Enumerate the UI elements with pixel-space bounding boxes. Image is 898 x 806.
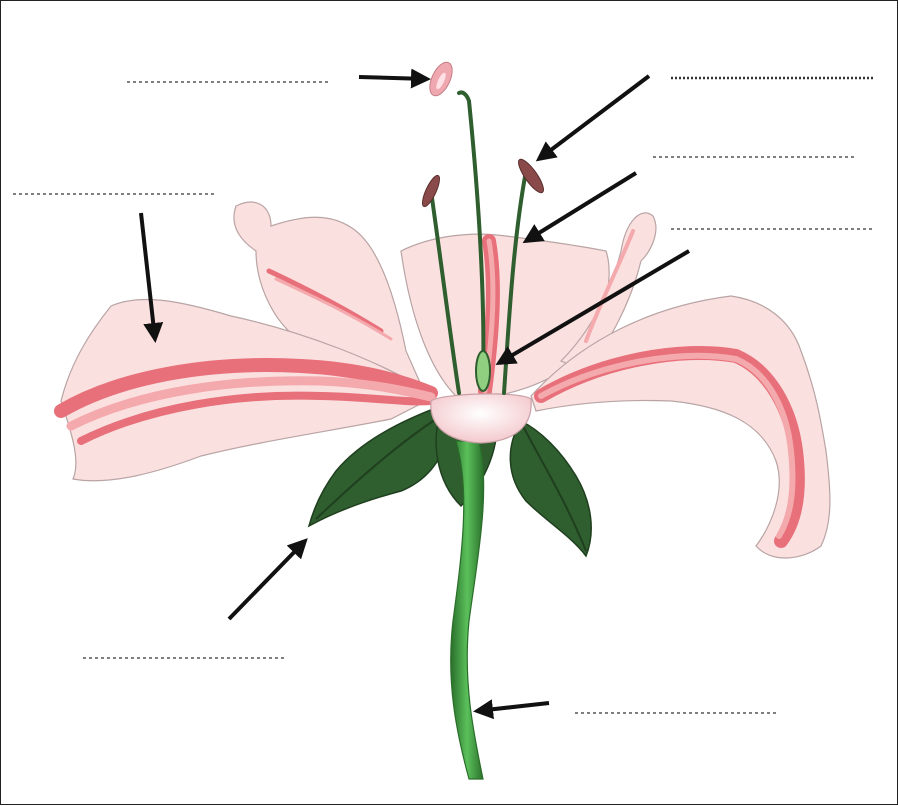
- ovary: [476, 351, 490, 391]
- arrow-stem: [477, 703, 549, 711]
- arrow-sepal: [229, 541, 305, 619]
- arrow-anther: [539, 76, 649, 159]
- sepal-right: [510, 421, 591, 556]
- anther-right: [515, 156, 548, 196]
- arrow-filament: [526, 173, 636, 241]
- stigma: [425, 59, 457, 99]
- arrow-stigma: [359, 77, 427, 79]
